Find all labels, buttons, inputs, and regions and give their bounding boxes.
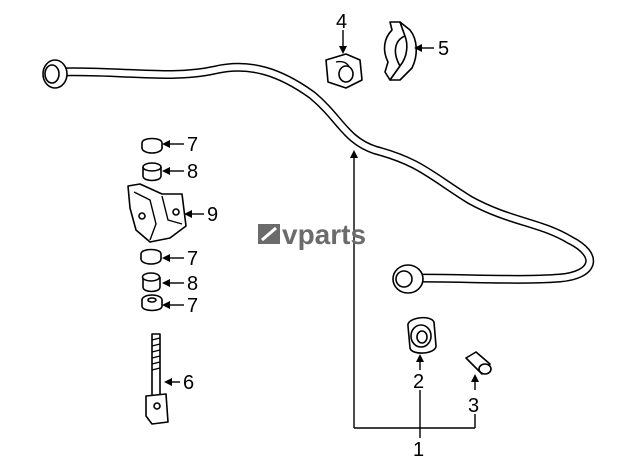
leader-lines [162,30,479,438]
bar-end-bushing-left [42,59,68,89]
callout-6: 6 [183,372,194,394]
callout-7-top: 7 [187,134,198,156]
callout-7-bottom: 7 [187,295,198,317]
end-cap-part [465,351,492,375]
callout-9: 9 [207,204,218,226]
callout-8-top: 8 [187,161,198,183]
callout-7-middle: 7 [187,248,198,270]
callout-1: 1 [413,439,424,461]
callout-8-middle: 8 [187,273,198,295]
clamp-part [383,21,418,81]
callout-5: 5 [438,38,449,60]
bushing-part [407,316,437,354]
bracket-part [127,183,187,243]
grommet-top [141,137,163,154]
link-bolt-part [145,333,169,425]
callout-3: 3 [468,395,479,417]
watermark-logo: vparts [258,219,366,250]
insulator-part [325,53,363,89]
bar-end-bushing-right [392,264,424,294]
spacer-top [142,162,162,182]
spacer-middle [141,272,161,293]
grommet-middle [140,248,162,265]
callout-4: 4 [336,11,347,33]
grommet-bottom [141,294,163,312]
callout-2: 2 [413,371,424,393]
watermark-text: vparts [282,219,366,250]
stabilizer-bar [53,62,595,284]
